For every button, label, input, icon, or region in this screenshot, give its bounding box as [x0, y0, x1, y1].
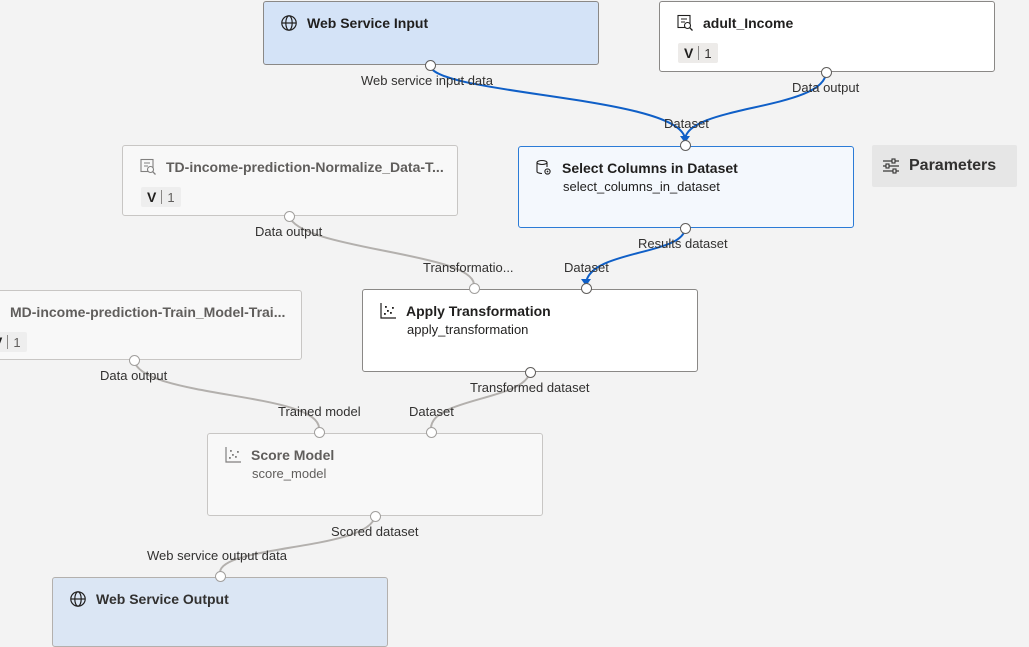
port-label: Scored dataset	[331, 524, 419, 539]
node-subtitle: apply_transformation	[407, 322, 529, 337]
node-subtitle: select_columns_in_dataset	[563, 179, 720, 194]
port-td-data-output[interactable]	[284, 211, 295, 222]
port-label: Data output	[255, 224, 323, 239]
node-title: adult_Income	[703, 15, 794, 31]
sliders-icon	[882, 157, 900, 175]
port-apply-dataset-input[interactable]	[581, 283, 592, 294]
port-label: Data output	[792, 80, 860, 95]
port-label: Trained model	[278, 404, 361, 419]
node-select-columns[interactable]: Select Columns in Dataset select_columns…	[518, 146, 854, 228]
node-apply-transformation[interactable]: Apply Transformation apply_transformatio…	[362, 289, 698, 372]
port-transformed-dataset[interactable]	[525, 367, 536, 378]
dataset-icon	[139, 158, 157, 176]
port-label: Transformatio...	[423, 260, 514, 275]
port-md-data-output[interactable]	[129, 355, 140, 366]
port-transformation-input[interactable]	[469, 283, 480, 294]
port-label: Results dataset	[638, 236, 728, 251]
port-adult-data-output[interactable]	[821, 67, 832, 78]
port-label: Data output	[100, 368, 168, 383]
port-results-dataset[interactable]	[680, 223, 691, 234]
node-title: Apply Transformation	[406, 303, 551, 319]
database-gear-icon	[535, 159, 553, 177]
port-score-dataset-input[interactable]	[426, 427, 437, 438]
parameters-button[interactable]: Parameters	[872, 145, 1017, 187]
parameters-label: Parameters	[909, 157, 997, 174]
node-title: Web Service Output	[96, 591, 229, 607]
node-title: TD-income-prediction-Normalize_Data-T...	[166, 159, 444, 175]
port-web-service-output-data[interactable]	[215, 571, 226, 582]
port-label: Web service output data	[147, 548, 287, 563]
port-label: Dataset	[564, 260, 609, 275]
port-scored-dataset[interactable]	[370, 511, 381, 522]
port-label: Dataset	[409, 404, 454, 419]
node-score-model[interactable]: Score Model score_model	[207, 433, 543, 516]
port-label: Web service input data	[361, 73, 493, 88]
port-web-service-input-data[interactable]	[425, 60, 436, 71]
scatter-icon	[224, 446, 242, 464]
dataset-icon	[676, 14, 694, 32]
node-title: MD-income-prediction-Train_Model-Trai...	[10, 304, 286, 320]
node-td-normalize[interactable]: TD-income-prediction-Normalize_Data-T...…	[122, 145, 458, 216]
port-select-dataset[interactable]	[680, 140, 691, 151]
globe-icon	[280, 14, 298, 32]
node-web-service-input[interactable]: Web Service Input	[263, 1, 599, 65]
port-label: Dataset	[664, 116, 709, 131]
scatter-icon	[379, 302, 397, 320]
version-badge[interactable]: V1	[0, 332, 27, 352]
node-title: Web Service Input	[307, 15, 429, 31]
node-web-service-output[interactable]: Web Service Output	[52, 577, 388, 647]
port-trained-model-input[interactable]	[314, 427, 325, 438]
node-subtitle: score_model	[252, 466, 327, 481]
node-md-train-model[interactable]: MD-income-prediction-Train_Model-Trai...…	[0, 290, 302, 360]
node-title: Score Model	[251, 447, 335, 463]
dataset-icon	[0, 303, 1, 321]
node-title: Select Columns in Dataset	[562, 160, 738, 176]
port-label: Transformed dataset	[470, 380, 590, 395]
globe-icon	[69, 590, 87, 608]
